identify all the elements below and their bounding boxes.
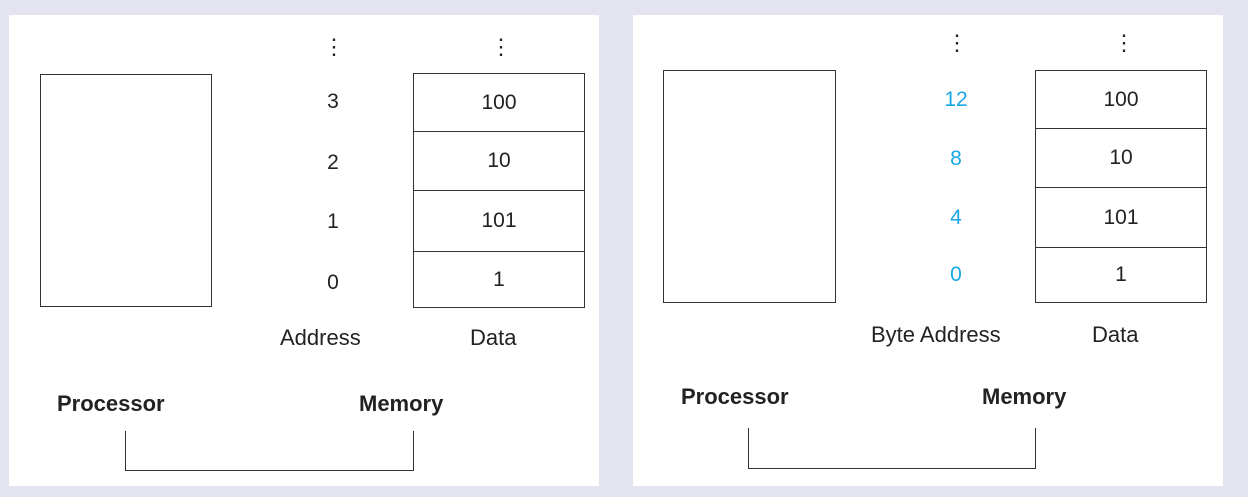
byte-addressed-memory-panel: ⋮ ⋮ 12 8 4 0 100 10 101 1 Byte Address D… — [633, 15, 1223, 486]
byte-address-8: 8 — [950, 147, 962, 170]
memory-cell: 1 — [1035, 247, 1207, 303]
data-column-label: Data — [470, 325, 517, 350]
data-ellipsis: ⋮ — [490, 34, 512, 59]
address-2: 2 — [327, 151, 339, 174]
memory-cell: 10 — [413, 131, 585, 190]
address-3: 3 — [327, 90, 339, 113]
memory-cell: 1 — [413, 251, 585, 308]
byte-address-4: 4 — [950, 206, 962, 229]
address-0: 0 — [327, 271, 339, 294]
memory-label: Memory — [359, 391, 444, 416]
memory-cell: 101 — [1035, 187, 1207, 247]
memory-label: Memory — [982, 384, 1067, 409]
processor-label: Processor — [681, 384, 789, 409]
memory-cell: 100 — [1035, 70, 1207, 128]
memory-cell: 101 — [413, 190, 585, 251]
processor-box — [40, 74, 212, 307]
processor-box — [663, 70, 836, 303]
address-1: 1 — [327, 210, 339, 233]
word-addressed-memory-panel: ⋮ ⋮ 3 2 1 0 100 10 101 1 Address Data Pr… — [9, 15, 599, 486]
data-ellipsis: ⋮ — [1113, 30, 1135, 55]
data-column-label: Data — [1092, 322, 1139, 347]
byte-address-column-label: Byte Address — [871, 322, 1001, 347]
processor-label: Processor — [57, 391, 165, 416]
address-ellipsis: ⋮ — [323, 34, 345, 59]
processor-memory-connection — [748, 428, 1036, 469]
address-column-label: Address — [280, 325, 361, 350]
byte-address-12: 12 — [944, 88, 968, 111]
memory-cell: 100 — [413, 73, 585, 131]
memory-cell: 10 — [1035, 128, 1207, 187]
byte-address-0: 0 — [950, 263, 962, 286]
processor-memory-connection — [125, 431, 414, 471]
address-ellipsis: ⋮ — [946, 30, 968, 55]
